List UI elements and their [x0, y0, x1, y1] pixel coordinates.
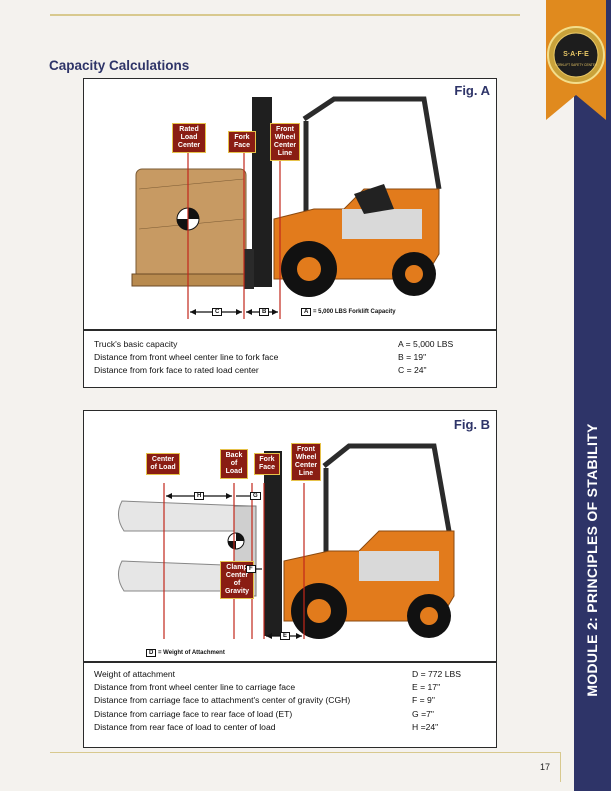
- callout-fork-face: Fork Face: [254, 453, 280, 475]
- figure-b-divider: [84, 661, 496, 663]
- dim-mark-f: F: [246, 565, 256, 573]
- figure-a-divider: [84, 329, 496, 331]
- row-label: Distance from carriage face to rear face…: [94, 708, 293, 719]
- table-row: Distance from front wheel center line to…: [94, 681, 484, 694]
- figure-b-box: Fig. B: [83, 410, 497, 748]
- dim-mark-c: C: [212, 308, 223, 316]
- row-value: F = 9": [412, 695, 435, 706]
- top-rule: [50, 14, 520, 16]
- callout-back-of-load: Back of Load: [220, 449, 248, 479]
- table-row: Weight of attachment D = 772 LBS: [94, 668, 484, 681]
- row-label: Distance from carriage face to attachmen…: [94, 695, 351, 706]
- page-number: 17: [540, 762, 551, 772]
- legend-key-d: D: [146, 649, 157, 657]
- table-row: Distance from front wheel center line to…: [94, 351, 484, 364]
- callout-rated-load-center: Rated Load Center: [172, 123, 206, 153]
- figure-a-label: Fig. A: [454, 83, 490, 98]
- row-value: H =24": [412, 721, 439, 732]
- section-title: Capacity Calculations: [49, 58, 190, 73]
- callout-center-of-load: Center of Load: [146, 453, 180, 475]
- figure-b-illustration: [118, 443, 455, 639]
- figure-a-rows: Truck's basic capacity A = 5,000 LBS Dis…: [94, 338, 484, 378]
- table-row: Distance from fork face to rated load ce…: [94, 364, 484, 377]
- dim-mark-e: E: [280, 632, 291, 640]
- row-value: B = 19": [398, 352, 427, 363]
- row-label: Truck's basic capacity: [94, 339, 178, 349]
- row-label: Distance from front wheel center line to…: [94, 352, 279, 363]
- row-value: E = 17": [412, 682, 441, 693]
- badge-subtext: FORKLIFT SAFETY CENTER: [555, 63, 598, 67]
- row-value: C = 24": [398, 365, 427, 376]
- row-value: G =7": [412, 708, 434, 719]
- table-row: Distance from carriage face to attachmen…: [94, 694, 484, 707]
- dim-mark-h: H: [194, 492, 205, 500]
- row-label: Distance from rear face of load to cente…: [94, 721, 276, 732]
- legend-key-a: A: [301, 308, 312, 316]
- dim-mark-g: G: [250, 492, 261, 500]
- badge-text: S·A·F·E: [563, 51, 589, 58]
- callout-front-wheel-center-line: Front Wheel Center Line: [270, 123, 300, 161]
- figure-a-box: Fig. A: [83, 78, 497, 388]
- row-label: Distance from front wheel center line to…: [94, 682, 296, 693]
- row-value: D = 772 LBS: [412, 669, 461, 679]
- legend-text-d: = Weight of Attachment: [158, 650, 225, 656]
- figure-a-illustration: [131, 96, 442, 319]
- table-row: Distance from rear face of load to cente…: [94, 721, 484, 734]
- dim-mark-b: B: [259, 308, 270, 316]
- row-label: Weight of attachment: [94, 669, 176, 679]
- bottom-rule: [50, 752, 560, 753]
- table-row: Distance from carriage face to rear face…: [94, 708, 484, 721]
- page-number-rule: [560, 752, 561, 782]
- callout-fork-face: Fork Face: [228, 131, 256, 153]
- row-value: A = 5,000 LBS: [398, 339, 454, 349]
- row-label: Distance from fork face to rated load ce…: [94, 365, 259, 376]
- badge-ribbon: S·A·F·E FORKLIFT SAFETY CENTER: [546, 0, 606, 120]
- table-row: Truck's basic capacity A = 5,000 LBS: [94, 338, 484, 351]
- module-sidebar: [574, 0, 611, 791]
- figure-b-label: Fig. B: [453, 417, 490, 432]
- module-title: MODULE 2: PRINCIPLES OF STABILITY: [584, 423, 600, 697]
- legend-text-a: = 5,000 LBS Forklift Capacity: [313, 309, 396, 315]
- figure-b-rows: Weight of attachment D = 772 LBS Distanc…: [94, 668, 484, 734]
- callout-front-wheel-center-line: Front Wheel Center Line: [291, 443, 321, 481]
